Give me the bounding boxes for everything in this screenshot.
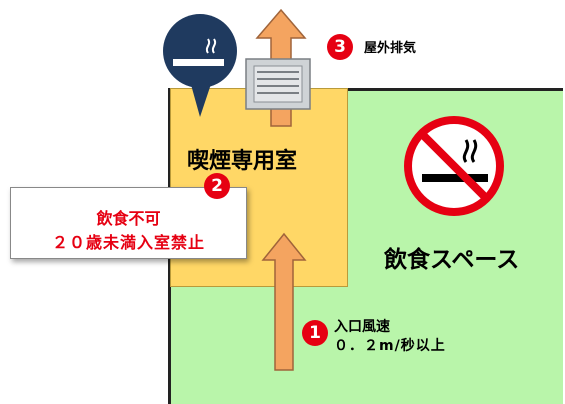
no-smoking-icon (404, 116, 504, 216)
notice-box: 飲食不可 ２０歳未満入室禁止 (10, 187, 247, 259)
smoking-room-label: 喫煙専用室 (187, 149, 298, 174)
exhaust-label: 屋外排気 (364, 41, 417, 56)
inflow-arrow (261, 232, 307, 371)
smoking-bubble-icon (163, 14, 237, 117)
exhaust-number-badge: 3 (327, 34, 353, 60)
inflow-label-line-2: ０．２m/秒以上 (334, 338, 446, 354)
notice-line-1: 飲食不可 (96, 209, 161, 228)
notice-number-badge: 2 (204, 173, 230, 199)
exhaust-vent-icon (245, 58, 311, 110)
dining-space-label: 飲食スペース (384, 247, 520, 273)
inflow-label: 入口風速 ０．２m/秒以上 (334, 318, 446, 356)
inflow-number-badge: 1 (302, 320, 328, 346)
notice-line-2: ２０歳未満入室禁止 (51, 233, 205, 252)
inflow-label-line-1: 入口風速 (334, 319, 390, 335)
